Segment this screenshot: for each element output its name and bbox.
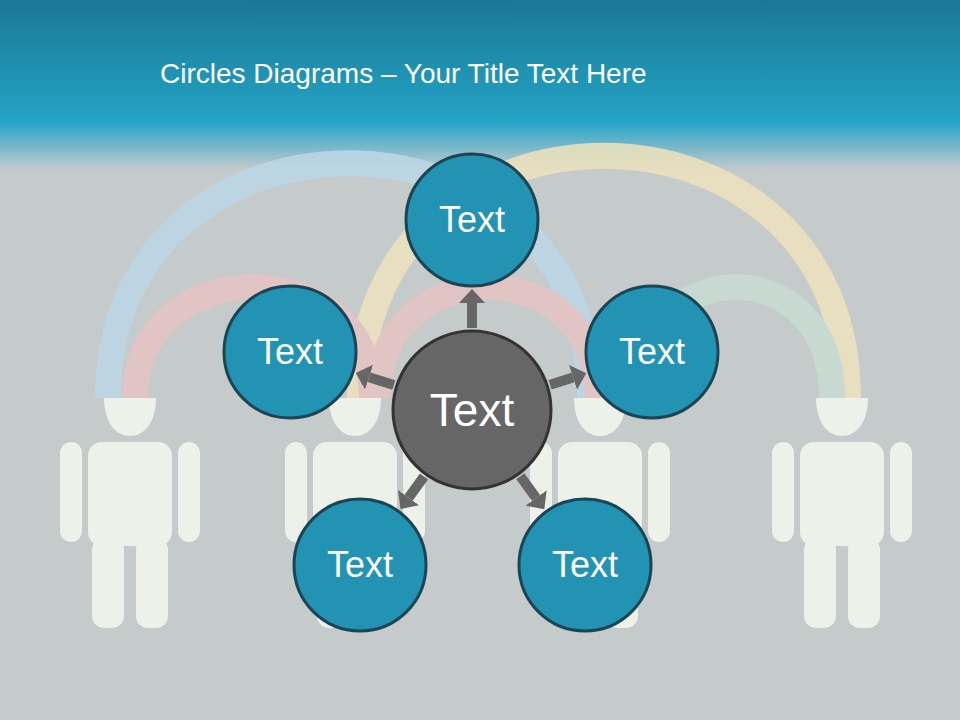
- text-holder: Text: [619, 332, 685, 372]
- arrow-connector: [550, 377, 573, 384]
- outer-circle: Text: [584, 284, 720, 420]
- header-band: [0, 0, 960, 170]
- circle-label: Text: [430, 385, 514, 436]
- circle-label: Text: [257, 332, 323, 372]
- arrow-connector: [409, 476, 424, 497]
- circle-shape: [294, 499, 426, 631]
- circle-label: Text: [327, 545, 393, 585]
- text-holder: Text: [439, 200, 505, 240]
- circle-shape: [519, 499, 651, 631]
- circle-label: Text: [619, 332, 685, 372]
- person-figure: [772, 398, 912, 628]
- circle-shape: [224, 286, 356, 418]
- circle-shape: [586, 286, 718, 418]
- person-figure: [60, 398, 200, 628]
- outer-circle: Text: [517, 497, 653, 633]
- text-holder: Text: [552, 545, 618, 585]
- text-holder: Text: [430, 385, 514, 436]
- slide-title: Circles Diagrams – Your Title Text Here: [160, 58, 647, 90]
- circle-label: Text: [552, 545, 618, 585]
- outer-circle: Text: [292, 497, 428, 633]
- outer-circle: Text: [222, 284, 358, 420]
- arrow-connector: [467, 303, 477, 328]
- text-holder: Text: [257, 332, 323, 372]
- outer-circle: Text: [404, 152, 540, 288]
- arrow-connector: [369, 377, 394, 385]
- circle-shape: [406, 154, 538, 286]
- circle-label: Text: [439, 200, 505, 240]
- arrow-connector: [520, 476, 536, 498]
- text-holder: Text: [327, 545, 393, 585]
- center-circle: Text: [391, 329, 553, 491]
- circle-shape: [393, 331, 551, 489]
